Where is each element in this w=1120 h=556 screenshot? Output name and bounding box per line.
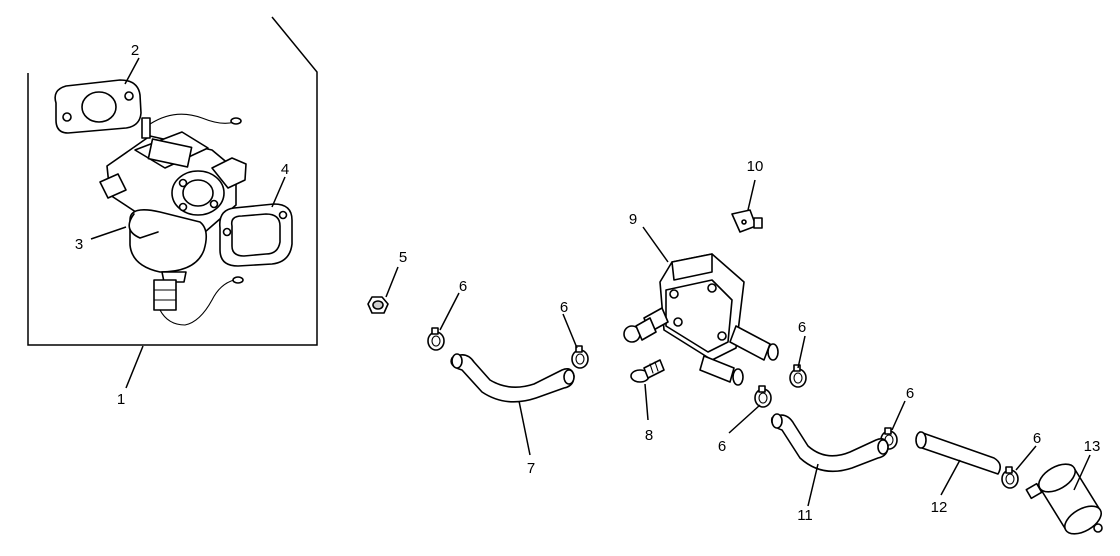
hose-clamp-3 — [789, 364, 807, 388]
callout-6-e: 6 — [906, 385, 914, 402]
callout-6-f: 6 — [1033, 430, 1041, 447]
callout-6-b: 6 — [560, 299, 568, 316]
callout-1: 1 — [117, 391, 125, 408]
pump-bracket — [731, 209, 763, 233]
fuel-hose-11 — [770, 413, 889, 473]
callout-11: 11 — [797, 507, 813, 524]
callout-9: 9 — [629, 211, 637, 228]
callout-6-c: 6 — [798, 319, 806, 336]
hose-clamp-1 — [427, 327, 445, 351]
hose-clamp-6 — [1001, 466, 1019, 489]
leader-lines — [90, 57, 1091, 507]
carburetor — [99, 113, 247, 326]
fuel-hose-7 — [450, 353, 575, 403]
callout-labels: 1 2 3 4 5 6 6 6 6 6 6 7 8 9 10 11 12 13 — [75, 42, 1101, 524]
carburetor-gasket — [54, 79, 142, 134]
hex-nut — [367, 296, 389, 314]
callout-2: 2 — [131, 42, 139, 59]
fuel-filter — [1025, 463, 1103, 535]
mounting-screw — [630, 359, 665, 383]
fuel-pump — [623, 253, 779, 386]
hose-clamp-4 — [754, 385, 772, 408]
callout-13: 13 — [1084, 438, 1101, 455]
callout-6-d: 6 — [718, 438, 726, 455]
callout-7: 7 — [527, 460, 535, 477]
carburetor-assembly-frame — [27, 16, 318, 346]
fuel-hose-12 — [915, 431, 1002, 475]
hose-clamp-2 — [571, 345, 589, 369]
callout-12: 12 — [931, 499, 948, 516]
intake-gasket — [218, 203, 293, 267]
callout-5: 5 — [399, 249, 407, 266]
callout-10: 10 — [747, 158, 764, 175]
callout-3: 3 — [75, 236, 83, 253]
callout-8: 8 — [645, 427, 653, 444]
callout-4: 4 — [281, 161, 289, 178]
callout-6-a: 6 — [459, 278, 467, 295]
